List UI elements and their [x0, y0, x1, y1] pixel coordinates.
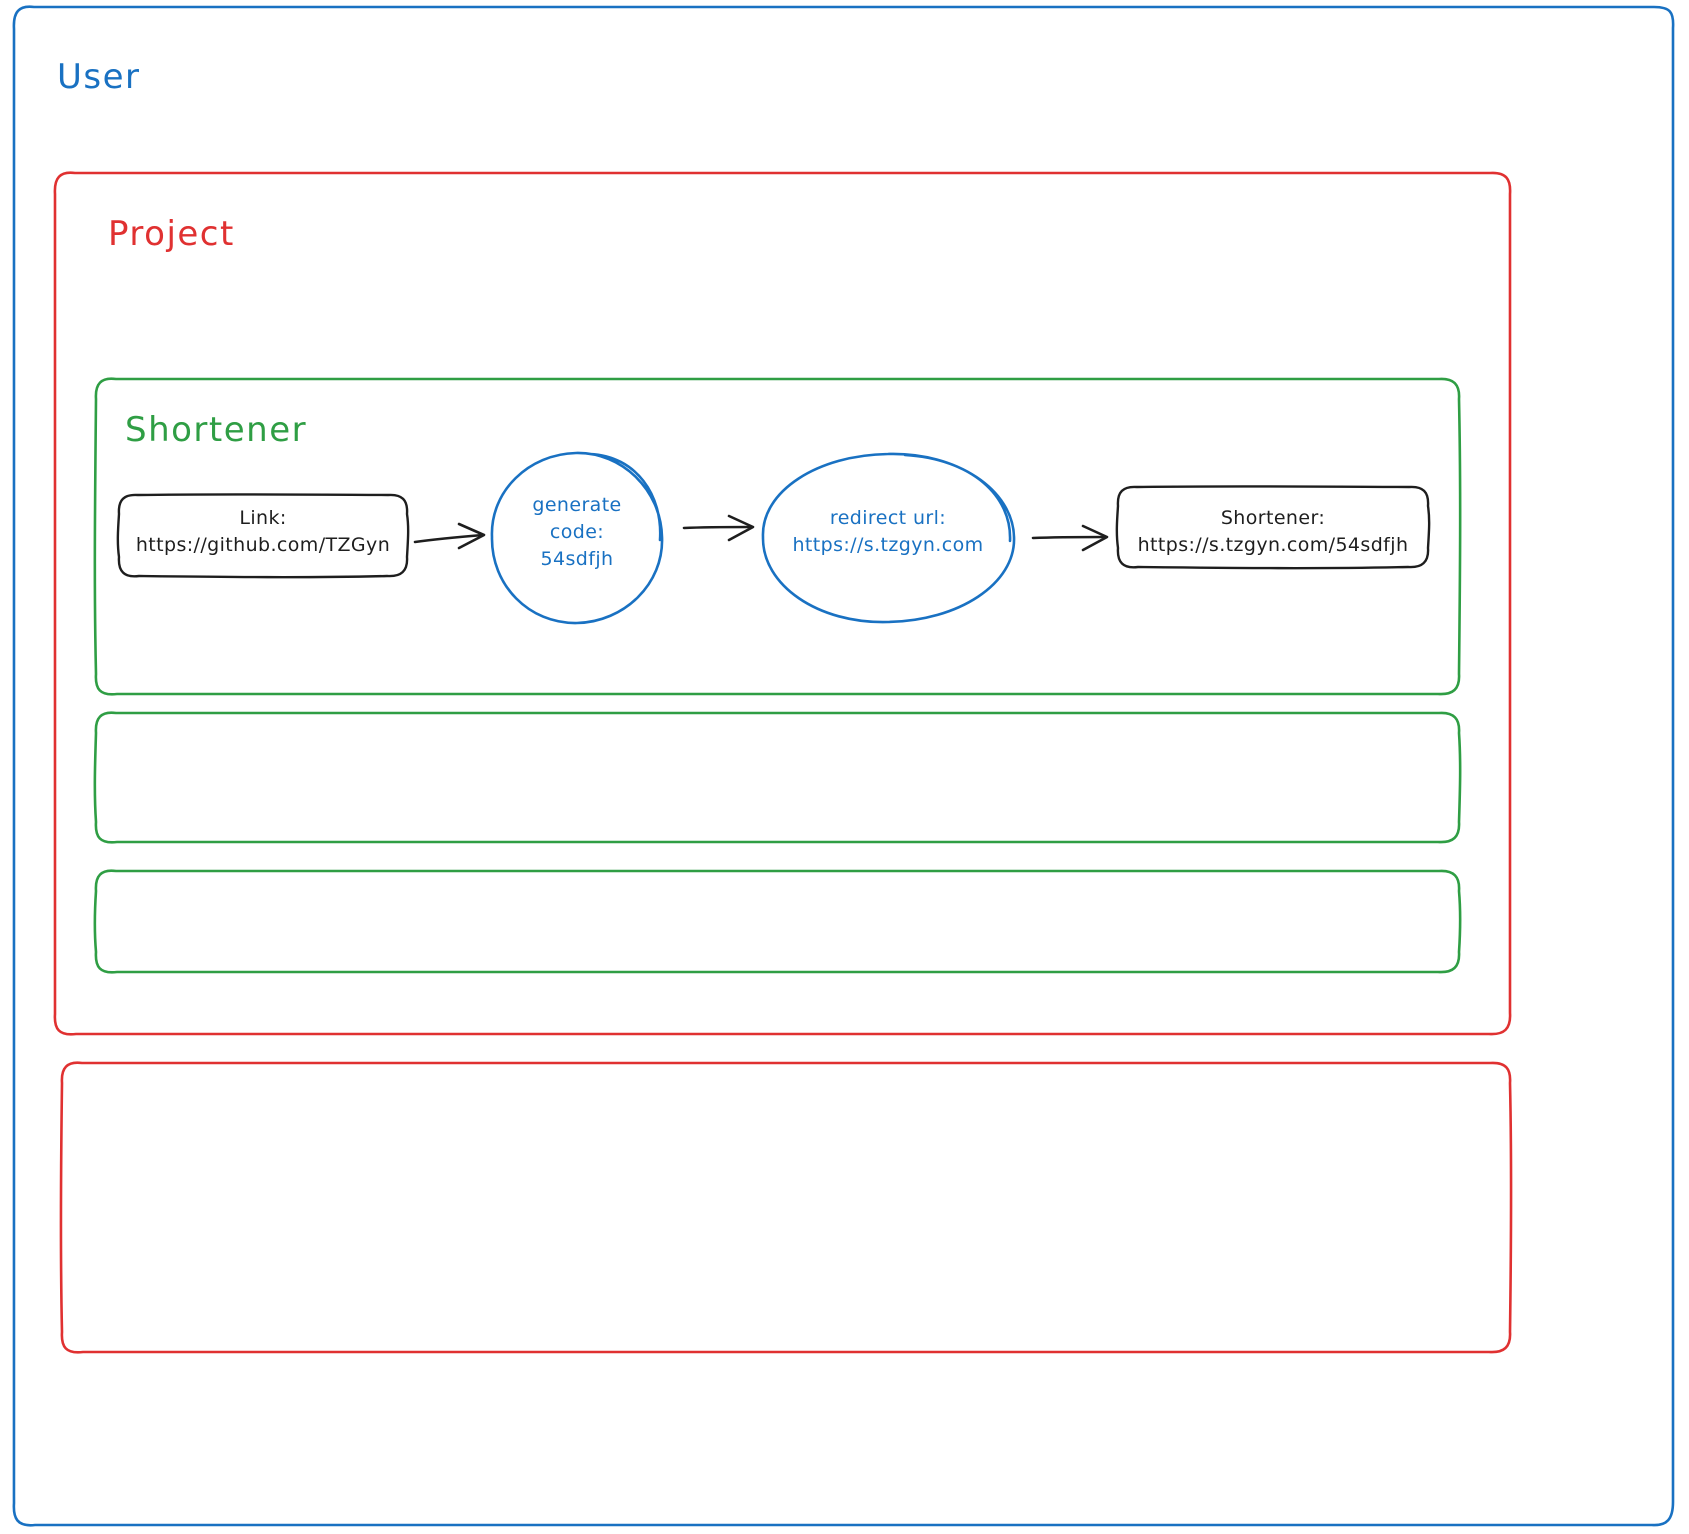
node-link[interactable]: [116, 493, 410, 579]
arrow-link-to-generate: [413, 522, 486, 550]
arrow-generate-to-redirect: [682, 514, 755, 542]
container-empty-green-1[interactable]: [93, 710, 1462, 845]
container-label-shortener: Shortener: [125, 410, 308, 450]
arrow-redirect-to-result-line: [1031, 535, 1108, 540]
container-empty-red-1[interactable]: [59, 1060, 1513, 1355]
node-generate-code-border: [490, 451, 664, 625]
container-empty-green-2[interactable]: [93, 868, 1462, 975]
node-shortener-result[interactable]: [1115, 485, 1431, 570]
arrow-redirect-to-result-head: [1081, 524, 1109, 552]
container-shortener[interactable]: [93, 376, 1462, 697]
node-link-border: [116, 493, 410, 579]
container-project-border: [52, 170, 1513, 1037]
container-label-user: User: [57, 57, 141, 97]
container-project[interactable]: [52, 170, 1513, 1037]
container-shortener-border: [93, 376, 1462, 697]
arrow-link-to-generate-head: [457, 522, 486, 550]
container-empty-red-1-border: [59, 1060, 1513, 1355]
container-empty-green-1-border: [93, 710, 1462, 845]
arrow-redirect-to-result: [1031, 524, 1109, 552]
container-empty-green-2-border: [93, 868, 1462, 975]
container-label-project: Project: [108, 214, 235, 254]
node-shortener-result-border: [1115, 485, 1431, 570]
arrow-generate-to-redirect-head: [727, 514, 755, 542]
arrow-generate-to-redirect-line: [682, 525, 754, 530]
container-user[interactable]: [11, 4, 1676, 1528]
arrow-link-to-generate-line: [413, 533, 485, 544]
container-user-border: [11, 4, 1676, 1528]
node-generate-code[interactable]: [490, 451, 664, 625]
node-redirect-url-border: [761, 452, 1016, 624]
node-redirect-url[interactable]: [761, 452, 1016, 624]
